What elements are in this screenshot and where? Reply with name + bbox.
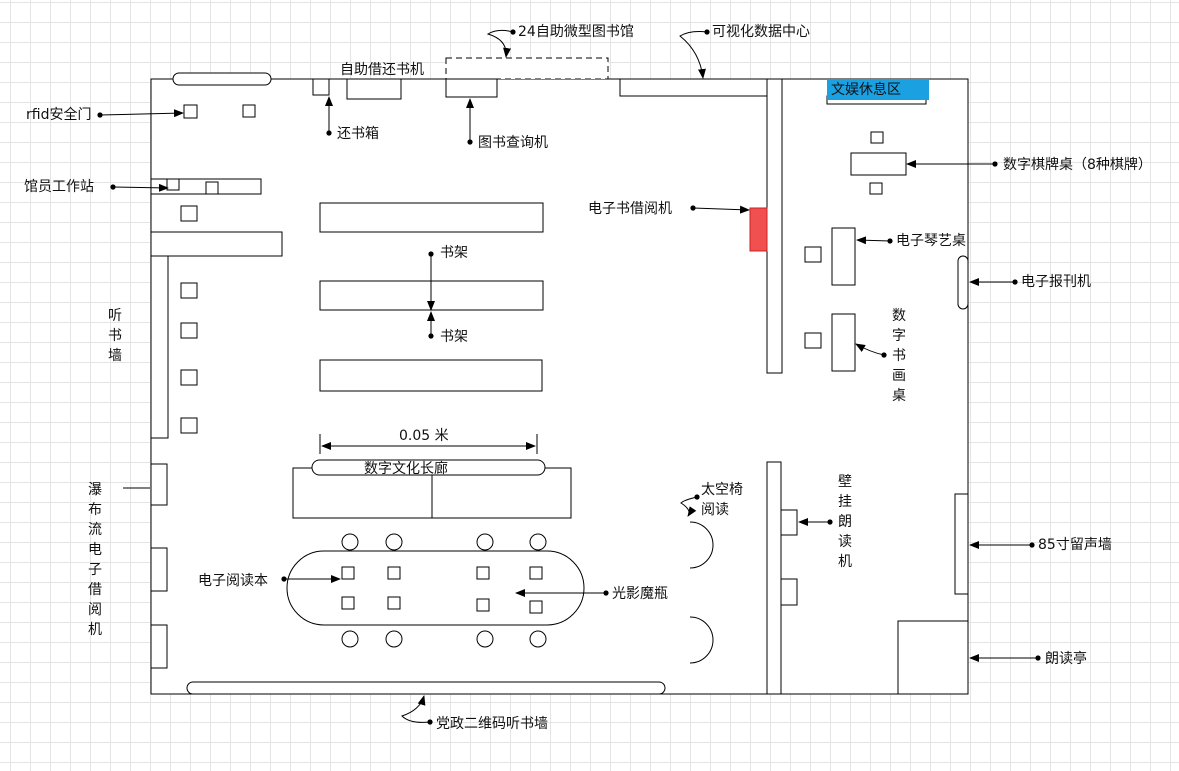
reading-booth-label: 朗读亭 bbox=[1045, 651, 1087, 667]
ereader bbox=[529, 566, 543, 580]
seat bbox=[341, 533, 359, 551]
leader-party-qr bbox=[401, 695, 433, 725]
leader-librarian bbox=[110, 183, 169, 192]
counter bbox=[150, 231, 283, 257]
leader-ebook-borrow bbox=[690, 205, 750, 214]
partition-top bbox=[766, 78, 783, 374]
painting-table bbox=[831, 313, 856, 372]
light-bottle-label: 光影魔瓶 bbox=[612, 586, 668, 602]
leader-space-chair bbox=[680, 494, 700, 517]
librarian-station-label: 馆员工作站 bbox=[24, 179, 94, 195]
self-borrow-return-machine bbox=[346, 78, 402, 100]
return-box-label: 还书箱 bbox=[337, 126, 379, 142]
ereader bbox=[341, 566, 355, 580]
library-24h-area bbox=[445, 57, 609, 80]
partition-bottom bbox=[766, 461, 782, 695]
wall-reader-label: 壁挂朗读机 bbox=[838, 474, 852, 570]
ereader bbox=[476, 598, 490, 612]
waterfall-ebook-machine bbox=[150, 547, 168, 592]
stool bbox=[180, 417, 198, 434]
seat bbox=[385, 630, 403, 648]
ebook-borrow-label: 电子书借阅机 bbox=[588, 201, 672, 217]
newspaper-reader-label: 电子报刊机 bbox=[1021, 274, 1091, 290]
stool bbox=[180, 205, 198, 222]
newspaper-reader bbox=[957, 255, 969, 310]
rfid-gate-post bbox=[183, 104, 198, 119]
return-box bbox=[312, 78, 330, 96]
audio-wall-label: 听书墙 bbox=[108, 308, 122, 364]
ereader-label: 电子阅读本 bbox=[198, 573, 268, 589]
chess-table-label: 数字棋牌桌（8种棋牌） bbox=[1003, 157, 1152, 173]
self-borrow-return-label: 自助借还书机 bbox=[340, 62, 424, 78]
waterfall-ebook-machine bbox=[150, 463, 168, 506]
catalog-query-label: 图书查询机 bbox=[478, 135, 548, 151]
waterfall-ebook-label: 瀑布流电子借阅机 bbox=[88, 482, 102, 638]
catalog-query-machine bbox=[445, 78, 498, 98]
seat bbox=[476, 533, 494, 551]
librarian-chair bbox=[166, 178, 180, 191]
leader-painting bbox=[855, 343, 887, 358]
data-center-screen bbox=[619, 78, 768, 97]
rfid-gate-label: rfid安全门 bbox=[26, 107, 92, 123]
wall-reader bbox=[780, 578, 798, 606]
scale-label: 0.05 米 bbox=[399, 428, 449, 444]
party-qr-wall-label: 党政二维码听书墙 bbox=[436, 716, 548, 732]
waterfall-ebook-machine bbox=[150, 624, 168, 669]
seat bbox=[529, 630, 547, 648]
reading-booth bbox=[897, 620, 969, 695]
leisure-area-label: 文娱休息区 bbox=[827, 80, 929, 100]
leader-24h bbox=[486, 29, 516, 58]
stool bbox=[180, 282, 198, 299]
space-chair-label: 太空椅阅读 bbox=[701, 482, 743, 518]
reading-table bbox=[286, 550, 585, 626]
chess-table bbox=[850, 152, 907, 176]
seat bbox=[341, 630, 359, 648]
seat bbox=[476, 630, 494, 648]
stool bbox=[804, 246, 822, 263]
ereader bbox=[387, 566, 401, 580]
bookshelf-label-2: 书架 bbox=[440, 329, 468, 345]
bookshelf-label-1: 书架 bbox=[440, 245, 468, 261]
ereader bbox=[341, 596, 355, 610]
ereader bbox=[387, 596, 401, 610]
leader-rfid bbox=[97, 109, 184, 118]
culture-corridor-label: 数字文化长廊 bbox=[364, 461, 448, 477]
stool bbox=[804, 332, 822, 349]
library-24h-label: 24自助微型图书馆 bbox=[518, 24, 634, 40]
data-center-label: 可视化数据中心 bbox=[712, 24, 810, 40]
seat bbox=[385, 533, 403, 551]
stool bbox=[180, 322, 198, 339]
wall-reader bbox=[780, 509, 798, 536]
space-chair bbox=[689, 521, 714, 569]
piano-table bbox=[831, 227, 856, 286]
leader-data-center bbox=[679, 29, 710, 79]
ebook-borrow-machine bbox=[749, 207, 768, 252]
ereader bbox=[529, 600, 543, 614]
party-qr-wall bbox=[186, 681, 666, 695]
message-wall bbox=[954, 493, 969, 595]
stool bbox=[180, 369, 198, 386]
chess-stool bbox=[870, 131, 884, 144]
bookshelf bbox=[319, 359, 543, 392]
librarian-chair bbox=[205, 181, 219, 195]
leader-piano bbox=[856, 236, 893, 245]
painting-table-label: 数字书画桌 bbox=[892, 308, 906, 404]
bookshelf bbox=[319, 202, 544, 233]
message-wall-label: 85寸留声墙 bbox=[1038, 537, 1112, 553]
rfid-gate-bar bbox=[172, 72, 272, 86]
corridor-block bbox=[292, 467, 433, 519]
audio-wall bbox=[150, 255, 169, 439]
space-chair bbox=[689, 616, 714, 664]
ereader bbox=[476, 566, 490, 580]
corridor-block bbox=[431, 467, 572, 519]
chess-stool bbox=[869, 182, 883, 195]
rfid-gate-post bbox=[242, 104, 256, 118]
corridor-bar bbox=[311, 459, 546, 476]
seat bbox=[529, 533, 547, 551]
piano-table-label: 电子琴艺桌 bbox=[896, 233, 966, 249]
